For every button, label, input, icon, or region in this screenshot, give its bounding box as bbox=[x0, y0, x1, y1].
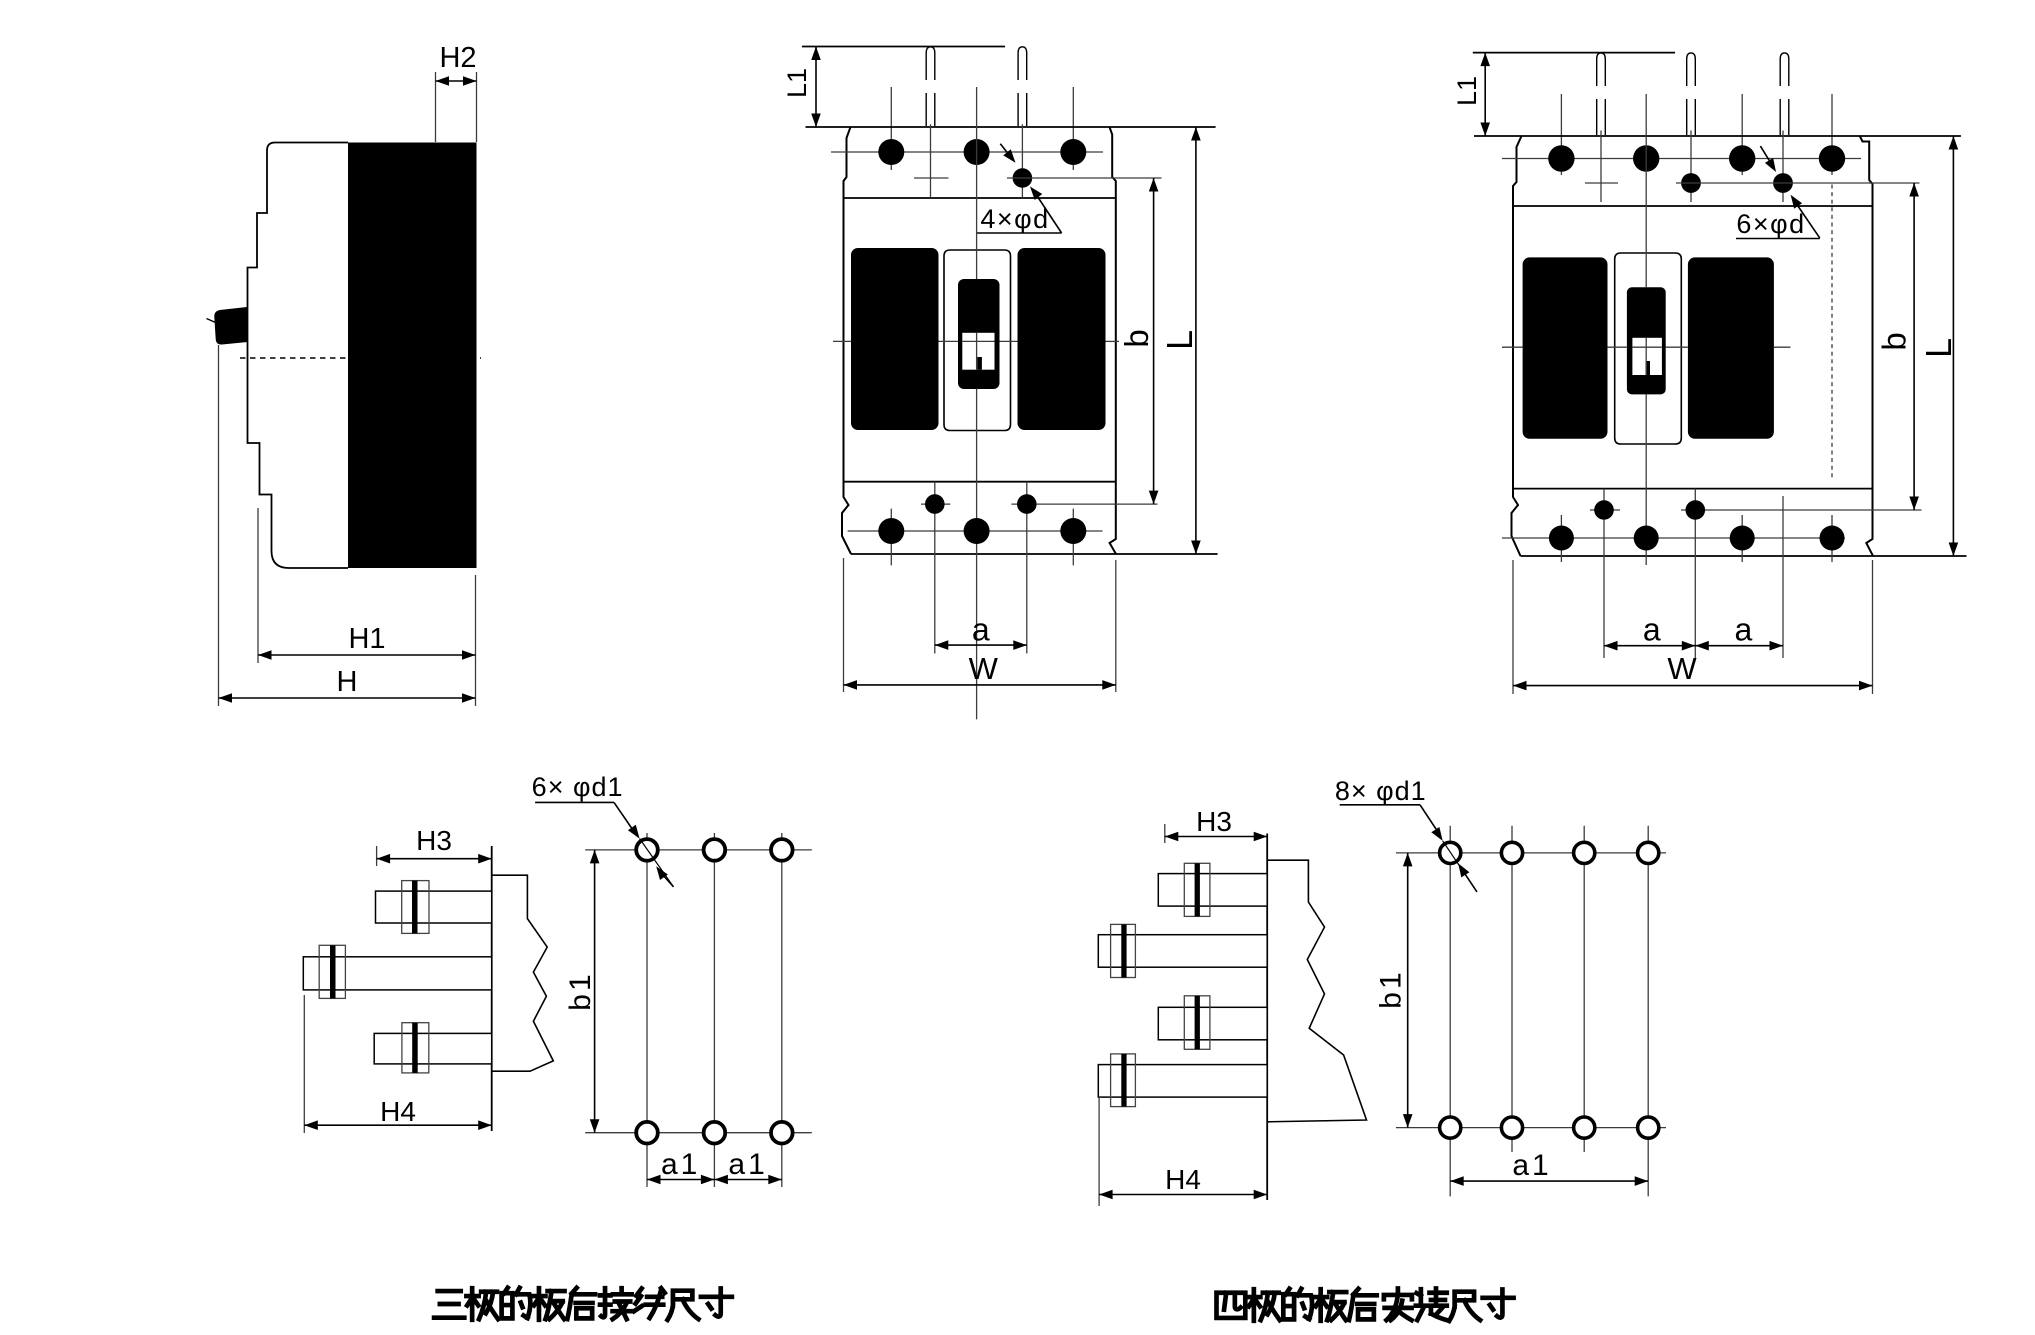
svg-text:a: a bbox=[1643, 612, 1661, 648]
svg-text:L: L bbox=[1918, 338, 1959, 358]
svg-text:H1: H1 bbox=[348, 623, 385, 655]
svg-text:b1: b1 bbox=[1375, 969, 1408, 1008]
svg-text:L1: L1 bbox=[782, 68, 812, 98]
svg-text:6×φd: 6×φd bbox=[1736, 209, 1805, 239]
svg-text:8× φd1: 8× φd1 bbox=[1335, 776, 1427, 806]
svg-text:H4: H4 bbox=[1165, 1164, 1201, 1195]
svg-text:W: W bbox=[969, 651, 999, 686]
svg-text:4×φd: 4×φd bbox=[980, 204, 1049, 234]
svg-text:H2: H2 bbox=[439, 42, 476, 74]
svg-text:a: a bbox=[1735, 612, 1753, 648]
svg-text:W: W bbox=[1667, 651, 1697, 686]
svg-text:b: b bbox=[1876, 332, 1913, 350]
svg-text:a1: a1 bbox=[728, 1148, 767, 1181]
svg-text:H3: H3 bbox=[416, 825, 452, 856]
svg-text:b: b bbox=[1118, 329, 1155, 347]
svg-text:a: a bbox=[972, 612, 990, 648]
svg-text:L1: L1 bbox=[1452, 76, 1482, 106]
svg-text:H4: H4 bbox=[380, 1096, 416, 1127]
svg-text:H: H bbox=[337, 666, 358, 698]
svg-text:a1: a1 bbox=[661, 1148, 700, 1181]
svg-text:H3: H3 bbox=[1196, 806, 1232, 837]
svg-text:L: L bbox=[1159, 330, 1200, 350]
svg-text:b1: b1 bbox=[564, 971, 597, 1010]
svg-text:6× φd1: 6× φd1 bbox=[532, 772, 624, 802]
svg-text:a1: a1 bbox=[1512, 1149, 1551, 1182]
